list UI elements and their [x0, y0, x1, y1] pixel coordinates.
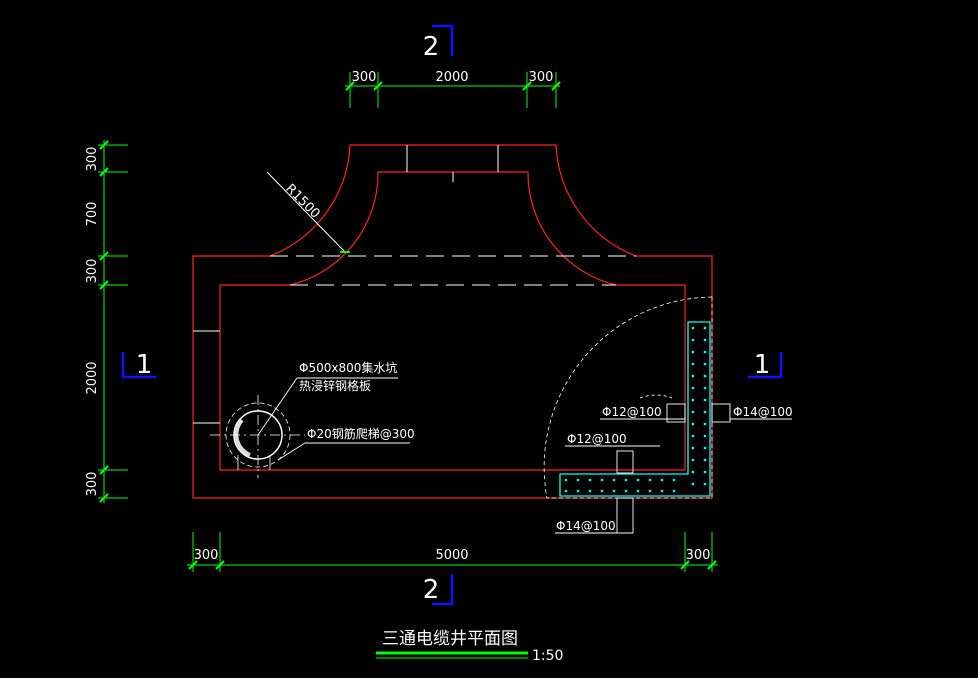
rebar-l-band — [559, 321, 711, 497]
section-mark-bottom-label: 2 — [423, 575, 440, 605]
well-walls — [192, 144, 713, 499]
rebar-dot — [703, 338, 707, 342]
rebar-dot — [703, 350, 707, 354]
rebar-dot — [691, 470, 695, 474]
rebar-dot — [691, 386, 695, 390]
rebar-dot — [588, 478, 592, 482]
rebar-dot — [564, 489, 568, 493]
rebar-dot — [691, 422, 695, 426]
rebar-label-upper-left: Φ12@100 — [602, 405, 662, 419]
rebar-dot — [703, 422, 707, 426]
rebar-dot — [576, 489, 580, 493]
rebar-dot — [576, 478, 580, 482]
dim-left-3: 300 — [85, 259, 100, 284]
rebar-dot — [588, 489, 592, 493]
rebar-dot — [636, 489, 640, 493]
rebar-dot — [691, 446, 695, 450]
drawing-title: 三通电缆井平面图 — [382, 629, 518, 649]
rebar-dot — [600, 478, 604, 482]
rebar-dot — [703, 362, 707, 366]
rebar-dot — [691, 458, 695, 462]
rebar-dot — [703, 446, 707, 450]
corner-rebar — [543, 296, 713, 499]
rebar-dot — [564, 478, 568, 482]
rebar-dot — [691, 374, 695, 378]
outer-wall-outline — [192, 144, 713, 499]
wall-break-lines — [193, 145, 499, 424]
rebar-dot — [672, 478, 676, 482]
rebar-dot — [612, 478, 616, 482]
rebar-dot — [691, 362, 695, 366]
rebar-dot — [660, 489, 664, 493]
inner-wall-outline — [219, 171, 686, 471]
rebar-dot — [691, 398, 695, 402]
rebar-dot — [648, 478, 652, 482]
dim-bottom-right: 300 — [686, 548, 711, 563]
rebar-label-upper-right: Φ14@100 — [733, 405, 793, 419]
rebar-dot — [703, 434, 707, 438]
rebar-dot — [703, 482, 707, 486]
sump-note-line1: Φ500x800集水坑 — [299, 360, 397, 375]
ladder-note: Φ20钢筋爬梯@300 — [307, 426, 415, 441]
section-mark-right: 1 — [748, 350, 783, 380]
rebar-dot — [691, 338, 695, 342]
dim-radius: R1500 — [282, 181, 322, 221]
sump-pit — [210, 395, 305, 478]
rebar-dot — [648, 489, 652, 493]
dim-left-4: 2000 — [85, 361, 100, 394]
dimension-ticks — [99, 81, 717, 570]
section-mark-top: 2 — [423, 24, 454, 62]
dim-bottom-left: 300 — [194, 548, 219, 563]
rebar-dot — [691, 410, 695, 414]
dim-bottom-middle: 5000 — [435, 548, 468, 563]
rebar-dot — [612, 489, 616, 493]
rebar-dot — [703, 326, 707, 330]
rebar-dot — [703, 398, 707, 402]
rebar-dot — [703, 410, 707, 414]
section-mark-bottom: 2 — [423, 574, 454, 606]
rebar-dot — [691, 434, 695, 438]
dim-top-right: 300 — [529, 70, 554, 85]
rebar-dot — [691, 350, 695, 354]
rebar-dot — [703, 458, 707, 462]
rebar-label-middle: Φ12@100 — [567, 432, 627, 446]
rebar-dot — [624, 478, 628, 482]
dimension-lines — [98, 72, 718, 572]
dim-top-middle: 2000 — [435, 70, 468, 85]
section-mark-left: 1 — [121, 350, 156, 380]
rebar-dot — [703, 470, 707, 474]
dim-left-5: 300 — [85, 472, 100, 497]
section-mark-top-label: 2 — [423, 32, 440, 62]
hidden-lines — [270, 255, 636, 286]
dim-left-1: 300 — [85, 147, 100, 172]
dim-left-2: 700 — [85, 202, 100, 227]
dim-top-left: 300 — [352, 70, 377, 85]
rebar-leaders — [555, 394, 792, 534]
sump-note-line2: 热浸锌钢格板 — [299, 378, 371, 393]
rebar-dot — [660, 478, 664, 482]
drawing-scale: 1:50 — [532, 648, 563, 664]
rebar-dot — [703, 374, 707, 378]
section-mark-left-label: 1 — [136, 350, 153, 380]
rebar-dot — [691, 482, 695, 486]
rebar-dot — [672, 489, 676, 493]
rebar-dot — [624, 489, 628, 493]
rebar-dot — [600, 489, 604, 493]
rebar-label-bottom: Φ14@100 — [556, 519, 616, 533]
section-mark-right-label: 1 — [754, 350, 771, 380]
sump-leaders — [257, 377, 410, 461]
rebar-dot — [636, 478, 640, 482]
radius-leader — [266, 171, 346, 253]
rebar-dot — [703, 386, 707, 390]
rebar-dot — [691, 326, 695, 330]
